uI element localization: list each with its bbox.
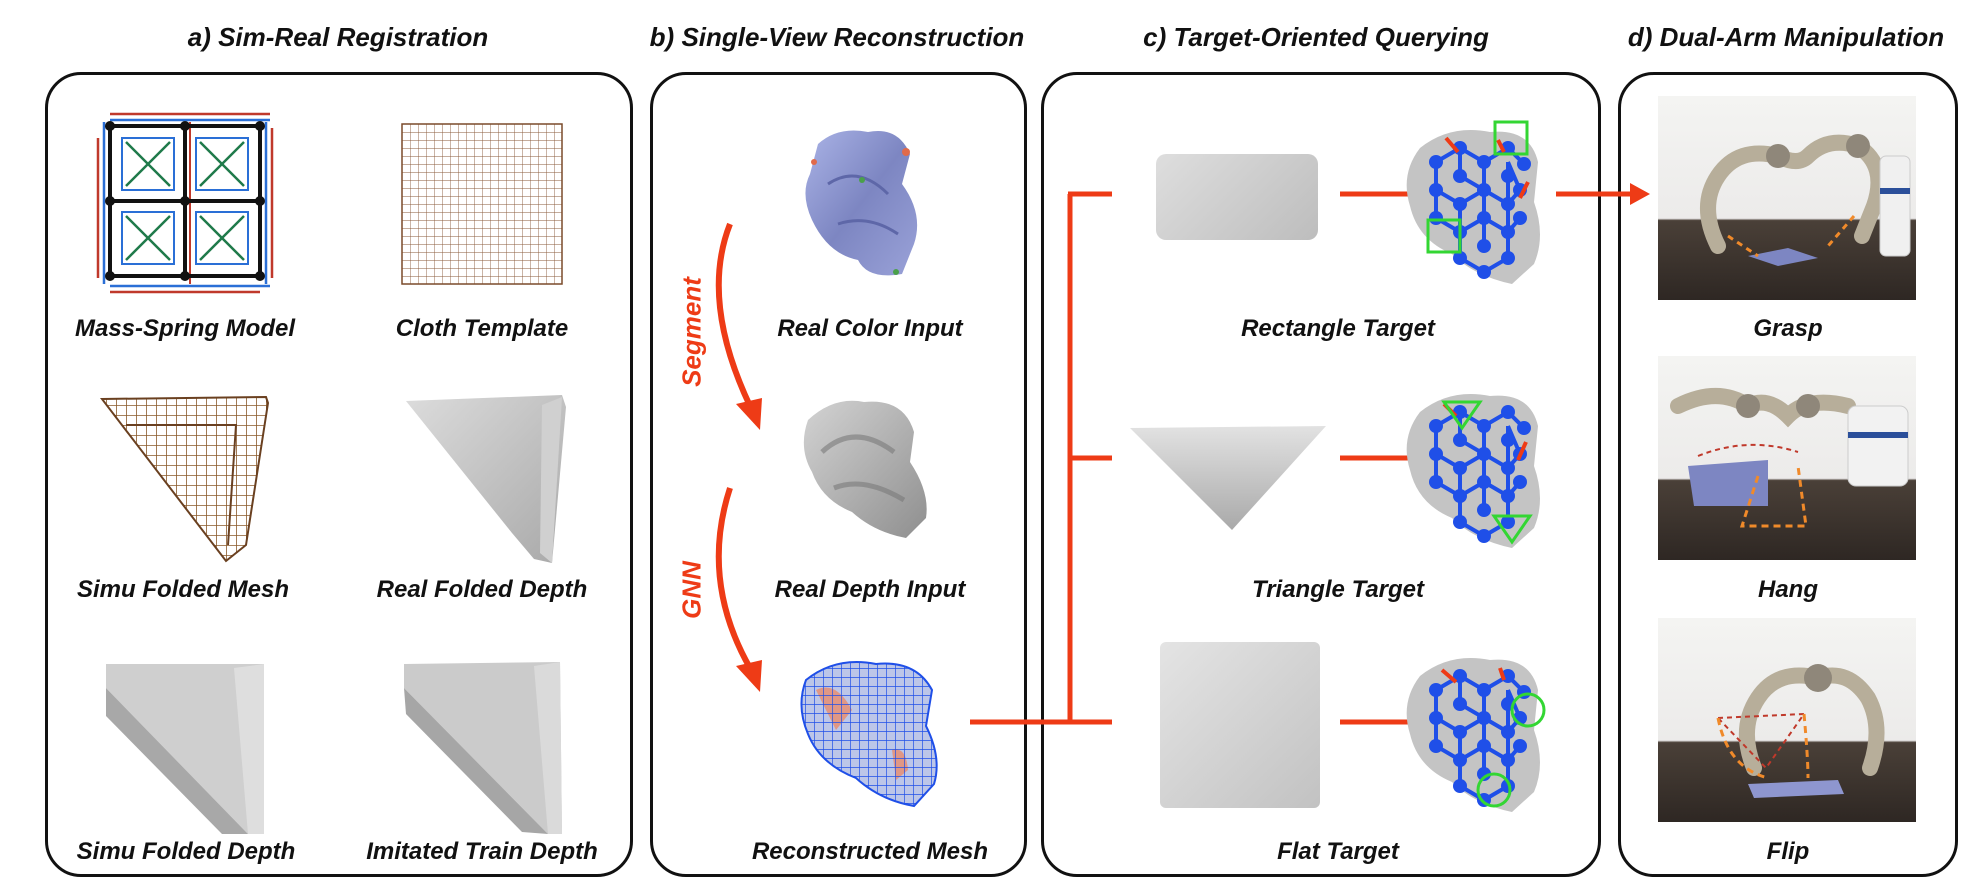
imitated-train-depth bbox=[404, 662, 562, 834]
section-title-b: b) Single-View Reconstruction bbox=[649, 22, 1025, 52]
segment-gnn-arrows bbox=[715, 222, 762, 692]
caption-mass-spring-model: Mass-Spring Model bbox=[74, 315, 296, 342]
panel-dual-arm-manipulation bbox=[1618, 72, 1958, 877]
rectangle-target-cloth bbox=[1156, 154, 1318, 240]
caption-flat-target: Flat Target bbox=[1277, 838, 1399, 865]
gnn-arrow-label: GNN bbox=[676, 561, 707, 619]
caption-triangle-target: Triangle Target bbox=[1251, 576, 1425, 603]
caption-hang: Hang bbox=[1758, 576, 1818, 603]
flat-target-graph bbox=[1406, 658, 1546, 812]
caption-imitated-train-depth: Imitated Train Depth bbox=[366, 838, 598, 865]
rectangle-target-graph bbox=[1406, 120, 1540, 284]
triangle-target-cloth bbox=[1130, 426, 1326, 530]
real-folded-depth bbox=[406, 395, 566, 563]
caption-cloth-template: Cloth Template bbox=[395, 315, 569, 342]
caption-simu-folded-mesh: Simu Folded Mesh bbox=[76, 576, 290, 603]
flat-target-cloth bbox=[1160, 642, 1320, 808]
caption-flip: Flip bbox=[1766, 838, 1810, 865]
hang-robot-photo bbox=[1658, 356, 1916, 560]
simu-folded-depth bbox=[106, 664, 264, 834]
panel-sim-real-registration bbox=[45, 72, 633, 877]
section-title-d: d) Dual-Arm Manipulation bbox=[1627, 22, 1945, 52]
section-title-a: a) Sim-Real Registration bbox=[187, 22, 489, 52]
flip-robot-photo bbox=[1658, 618, 1916, 822]
section-title-c: c) Target-Oriented Querying bbox=[1143, 22, 1489, 52]
triangle-target-graph bbox=[1406, 394, 1540, 548]
caption-simu-folded-depth: Simu Folded Depth bbox=[76, 838, 296, 865]
reconstructed-mesh-image bbox=[800, 661, 938, 808]
cloth-template-grid bbox=[401, 123, 563, 285]
real-depth-input-image bbox=[803, 400, 927, 538]
caption-real-color-input: Real Color Input bbox=[777, 315, 963, 342]
caption-rectangle-target: Rectangle Target bbox=[1241, 315, 1435, 342]
caption-grasp: Grasp bbox=[1753, 315, 1823, 342]
caption-real-depth-input: Real Depth Input bbox=[774, 576, 966, 603]
mass-spring-model-diagram bbox=[96, 112, 274, 294]
simu-folded-mesh bbox=[99, 395, 270, 563]
real-color-input-image bbox=[805, 130, 918, 276]
panel-single-view-reconstruction bbox=[650, 72, 1027, 877]
caption-reconstructed-mesh: Reconstructed Mesh bbox=[751, 838, 989, 865]
segment-arrow-label: Segment bbox=[676, 277, 707, 387]
grasp-robot-photo bbox=[1658, 96, 1916, 300]
panel-target-oriented-querying bbox=[1041, 72, 1601, 877]
caption-real-folded-depth: Real Folded Depth bbox=[376, 576, 588, 603]
